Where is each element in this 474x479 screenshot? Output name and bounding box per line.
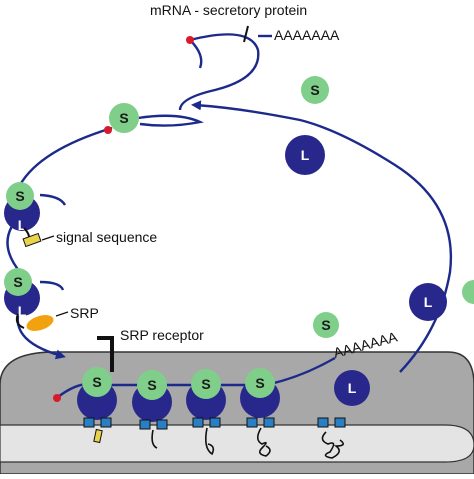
cap-dot-free	[186, 36, 194, 44]
free-large-subunit-2: L	[334, 370, 370, 406]
svg-text:L: L	[348, 380, 357, 396]
svg-text:L: L	[18, 303, 27, 319]
mrna-label: mRNA - secretory protein	[150, 2, 307, 18]
er-ribosome-4: S	[240, 368, 280, 457]
free-small-subunit-2: S	[313, 312, 339, 338]
initiation-small-subunit: S	[109, 103, 139, 133]
srp-receptor-label: SRP receptor	[120, 327, 204, 343]
svg-text:S: S	[201, 376, 210, 392]
ribosome-signal-sequence: S L	[4, 182, 42, 248]
svg-text:L: L	[18, 217, 27, 233]
svg-text:S: S	[92, 374, 101, 390]
srp-receptor	[97, 336, 114, 372]
cycle-arc-left-top	[18, 126, 113, 186]
svg-text:L: L	[301, 147, 310, 163]
mrna-ribosome-2	[39, 280, 65, 291]
mrna-strand	[178, 33, 260, 111]
mrna-ribosome-1	[39, 193, 67, 206]
signal-peptide	[22, 232, 42, 248]
free-large-subunit-3: L	[409, 283, 447, 321]
svg-text:S: S	[119, 110, 128, 126]
free-small-subunit-1: S	[301, 76, 329, 104]
polya-tail-label: AAAAAAA	[274, 27, 340, 43]
free-small-subunit-edge	[462, 280, 474, 304]
mrna-loop-initiation	[137, 114, 204, 127]
er-ribosome-3: S	[186, 369, 226, 456]
svg-text:S: S	[321, 317, 330, 333]
svg-text:S: S	[255, 375, 264, 391]
er-lumen	[0, 424, 474, 463]
free-large-subunit-1: L	[285, 135, 325, 175]
svg-text:S: S	[15, 188, 24, 204]
mrna-5prime	[189, 39, 203, 69]
svg-text:S: S	[310, 82, 319, 98]
mrna-mark	[243, 25, 249, 43]
er-ribosome-2: S	[132, 370, 172, 449]
cap-dot-er	[53, 394, 61, 402]
signal-sequence-label: signal sequence	[56, 229, 157, 245]
svg-text:L: L	[424, 294, 433, 310]
released-protein	[317, 417, 346, 459]
cap-dot-initiation	[104, 126, 112, 134]
ribosome-with-srp: S L	[4, 268, 54, 331]
svg-text:S: S	[13, 274, 22, 290]
svg-text:S: S	[147, 377, 156, 393]
er-ribosome-1: S	[77, 367, 117, 444]
srp-particle	[26, 315, 54, 331]
srp-label: SRP	[70, 305, 99, 321]
